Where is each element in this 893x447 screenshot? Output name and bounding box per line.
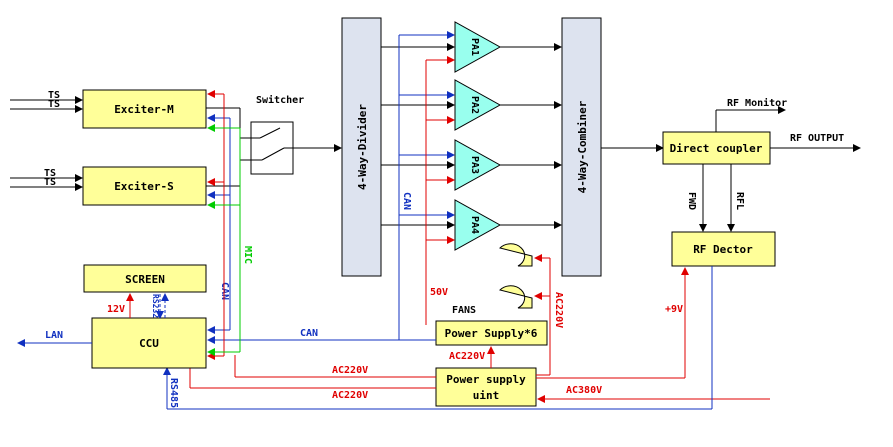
ts-label-4: TS [44, 177, 56, 188]
divider-block [341, 17, 382, 277]
fan-icon-2 [499, 285, 533, 309]
rf-dector-label: RF Dector [693, 243, 753, 256]
pa1-label: PA1 [469, 38, 480, 56]
rs232-label: RS232 [151, 294, 160, 318]
mic-label: MIC [242, 246, 253, 264]
ac220-right-label: AC220V [553, 292, 564, 328]
rf-monitor-line [715, 106, 786, 132]
switcher-label: Switcher [256, 94, 304, 106]
exciter-s-label: Exciter-S [114, 180, 174, 193]
combiner-block [561, 17, 602, 277]
pa3-amplifier [381, 139, 562, 191]
power-supply-unit-label-2: uint [473, 389, 500, 402]
v9-label: +9V [665, 304, 683, 315]
ts-inputs [10, 96, 83, 191]
rf-output-label: RF OUTPUT [790, 133, 844, 144]
switcher-block [206, 107, 342, 187]
direct-coupler-block [662, 131, 771, 165]
rs485-line [163, 266, 713, 410]
direct-coupler-label: Direct coupler [670, 142, 763, 155]
pa3-label: PA3 [469, 156, 480, 174]
exciter-can-links [207, 114, 231, 334]
power-supply-unit-block [435, 367, 537, 407]
pa-50v-lines [425, 56, 455, 325]
ts-label-3: TS [44, 168, 56, 179]
ac220-low-label: AC220V [332, 390, 368, 401]
pa1-amplifier [381, 21, 562, 73]
fwd-rfl-lines [699, 164, 735, 232]
ts-label-2: TS [48, 99, 60, 110]
ac220-mid-label: AC220V [332, 365, 368, 376]
fwd-label: FWD [686, 192, 697, 210]
v12-label: 12V [107, 304, 125, 315]
exciter-power-links [207, 90, 236, 377]
ac220-ps6-label: AC220V [449, 351, 485, 362]
v50-label: 50V [430, 287, 448, 298]
ccu-label: CCU [139, 337, 159, 350]
rf-monitor-label: RF Monitor [727, 97, 787, 109]
rs485-label: RS485 [168, 378, 179, 408]
fans-label: FANS [452, 305, 476, 316]
can-divider-label: CAN [401, 192, 412, 210]
rf-dector-block [671, 231, 776, 267]
screen-block [83, 264, 207, 293]
fan-icon-1 [499, 243, 533, 267]
pa4-label: PA4 [469, 216, 480, 234]
ac380-label: AC380V [566, 385, 602, 396]
exciter-m-label: Exciter-M [114, 103, 174, 116]
power-supply-unit-label-1: Power supply [446, 373, 526, 386]
ts-label-1: TS [48, 90, 60, 101]
screen-label: SCREEN [125, 273, 165, 286]
combiner-label: 4-Way-Combiner [576, 100, 589, 193]
power-supply-6-block [435, 320, 548, 346]
power-supply-6-label: Power Supply*6 [445, 327, 538, 340]
pa2-label: PA2 [469, 96, 480, 114]
can-ccu-label: CAN [300, 328, 318, 339]
pa2-amplifier [381, 79, 562, 131]
ccu-block [91, 317, 207, 369]
ccu-screen-links [126, 293, 169, 319]
ac220-feeds [189, 254, 689, 389]
mic-links [207, 124, 241, 356]
lan-label: LAN [45, 330, 63, 341]
exciter-m-block [82, 89, 207, 129]
pa4-amplifier [381, 199, 562, 251]
rfl-label: RFL [734, 192, 745, 210]
divider-label: 4-Way-Divider [356, 104, 369, 190]
